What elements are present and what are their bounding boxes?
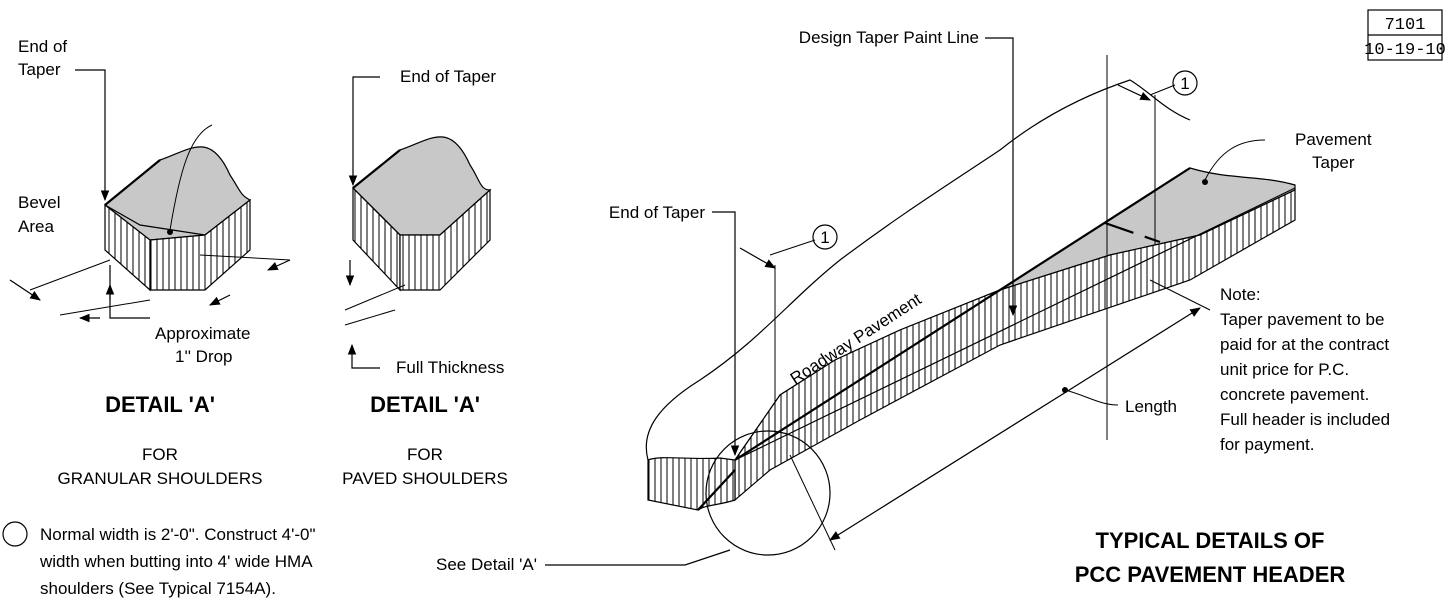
bevel-area-label-2: Area [18,217,54,236]
footnote-line-2: width when butting into 4' wide HMA [39,552,313,571]
note-line-3: unit price for P.C. [1220,360,1349,379]
length-label: Length [1125,397,1177,416]
callout-1-number-upper: 1 [1180,74,1189,93]
see-detail-label: See Detail 'A' [436,555,537,574]
footnote: Normal width is 2'-0". Construct 4'-0" w… [2,521,316,598]
full-thickness-label: Full Thickness [396,358,504,377]
note-line-5: Full header is included [1220,410,1390,429]
note-line-1: Taper pavement to be [1220,310,1384,329]
callout-1-circle-upper [1172,70,1198,96]
drop-label-1: Approximate [155,324,250,343]
footnote-line-3: shoulders (See Typical 7154A). [40,579,276,598]
drop-label-2: 1'' Drop [175,347,233,366]
title-line-1: TYPICAL DETAILS OF [1096,528,1325,553]
granular-end-of-taper-label-2: Taper [18,60,61,79]
note-line-6: for payment. [1220,435,1315,454]
footnote-marker-circle [2,521,28,547]
note-heading: Note: [1220,285,1261,304]
granular-sub-2: GRANULAR SHOULDERS [58,469,263,488]
pavement-taper-label-1: Pavement [1295,130,1372,149]
design-taper-paint-line-label: Design Taper Paint Line [799,28,979,47]
pavement-taper-label-2: Taper [1312,153,1355,172]
sheet-date: 10-19-10 [1364,41,1446,60]
note-line-2: paid for at the contract [1220,335,1389,354]
callout-1-circle-lower [812,224,838,250]
note-line-4: concrete pavement. [1220,385,1369,404]
note-block: Note: Taper pavement to be paid for at t… [1220,285,1390,454]
footnote-line-1: Normal width is 2'-0". Construct 4'-0" [40,525,316,544]
paved-detail-title: DETAIL 'A' [370,392,480,417]
end-of-taper-label: End of Taper [609,203,705,222]
detail-a-paved: End of Taper Full Thickness DETAIL 'A' F… [342,67,508,488]
paved-sub-2: PAVED SHOULDERS [342,469,508,488]
granular-end-of-taper-label-1: End of [18,37,67,56]
bevel-area-label-1: Bevel [18,193,61,212]
callout-1-number-lower: 1 [820,228,829,247]
sheet-number-box: 7101 10-19-10 [1364,9,1446,61]
granular-sub-1: FOR [142,445,178,464]
paved-end-of-taper-label: End of Taper [400,67,496,86]
title-line-2: PCC PAVEMENT HEADER [1075,562,1346,587]
drawing-title: TYPICAL DETAILS OF PCC PAVEMENT HEADER [1075,528,1346,587]
granular-detail-title: DETAIL 'A' [105,392,215,417]
sheet-number: 7101 [1385,16,1426,35]
detail-a-granular: End of Taper Bevel Area Approximate 1'' … [9,37,291,488]
paved-sub-1: FOR [407,445,443,464]
